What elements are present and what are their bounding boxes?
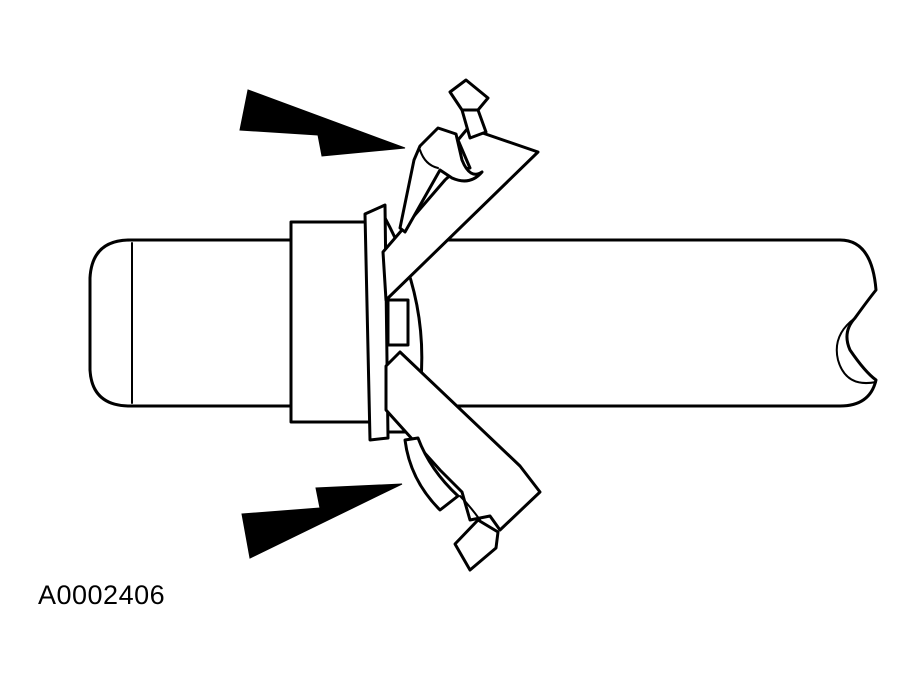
pointer-arrow-upper: [239, 89, 406, 157]
retaining-clip-upper: [381, 78, 540, 302]
coupling-collar: [289, 220, 373, 424]
figure-id-label: A0002406: [38, 580, 166, 610]
retaining-clip-lower: [384, 350, 542, 572]
pointer-arrow-lower: [241, 483, 403, 559]
fuel-line: [88, 238, 878, 408]
